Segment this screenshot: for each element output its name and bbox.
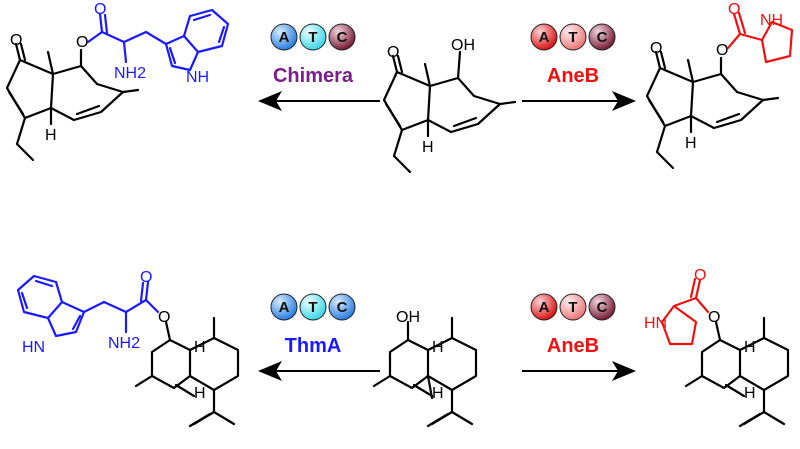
domain-c-icon [328,23,356,51]
domain-t-label: T [308,29,317,46]
atom-o: O [650,40,662,57]
domain-t-label: T [308,299,317,316]
atom-o: O [76,34,88,51]
atom-h: H [685,135,697,152]
domain-c-label: C [597,299,608,316]
domain-c-label: C [337,299,348,316]
atom-o: O [716,42,728,59]
domain-a-label: A [539,299,550,316]
atom-hn: HN [22,339,45,356]
atom-h: H [744,339,756,356]
atom-oh: OH [451,37,475,54]
domain-t-icon [299,23,327,51]
atom-o-red: O [728,1,740,18]
atom-o: O [708,309,720,326]
domain-a-icon [270,23,298,51]
atom-nh: NH [186,69,209,86]
atom-nh2: NH2 [108,335,140,352]
enzyme-chimera-domains: A T C [270,23,356,51]
product-bottom-right: O H H O HN [644,267,790,428]
atom-nh-red: NH [760,12,783,29]
domain-c-label: C [597,29,608,46]
substrate-top: O OH H [382,37,517,174]
enzyme-label-aneb-bottom: AneB [547,335,599,357]
atom-o-blue: O [140,269,152,286]
domain-a-label: A [539,29,550,46]
enzyme-label-chimera: Chimera [273,65,354,87]
enzyme-aneb-domains-bottom: A T C [530,293,616,321]
atom-o: O [387,44,399,61]
atom-nh2: NH2 [114,65,146,82]
atom-hn-red: HN [644,315,667,332]
substrate-bottom: OH H H [372,309,478,428]
domain-a-icon [530,23,558,51]
domain-t-label: T [568,299,577,316]
atom-o: O [158,309,170,326]
product-bottom-left: O H H O NH2 HN [16,269,240,428]
domain-c-icon [328,293,356,321]
domain-t-icon [299,293,327,321]
domain-c-label: C [337,29,348,46]
atom-h: H [744,385,756,402]
domain-t-label: T [568,29,577,46]
atom-h: H [422,139,434,156]
domain-t-icon [559,23,587,51]
enzyme-thma-domains: A T C [270,293,356,321]
atom-h: H [194,339,206,356]
product-top-left: O O H O NH2 NH [5,1,230,162]
domain-a-icon [530,293,558,321]
atom-oh: OH [396,309,420,326]
domain-c-icon [588,23,616,51]
atom-o-red: O [694,267,706,284]
enzyme-aneb-domains: A T C [530,23,616,51]
atom-o-blue: O [94,1,106,18]
domain-a-label: A [279,299,290,316]
domain-a-label: A [279,29,290,46]
atom-h: H [432,385,444,402]
domain-a-icon [270,293,298,321]
domain-t-icon [559,293,587,321]
product-top-right: O O H O NH [645,1,794,170]
domain-c-icon [588,293,616,321]
atom-h: H [194,385,206,402]
enzyme-label-thma: ThmA [285,335,342,357]
atom-o: O [10,32,22,49]
atom-h: H [45,127,57,144]
atom-h: H [432,339,444,356]
enzyme-label-aneb-top: AneB [547,65,599,87]
